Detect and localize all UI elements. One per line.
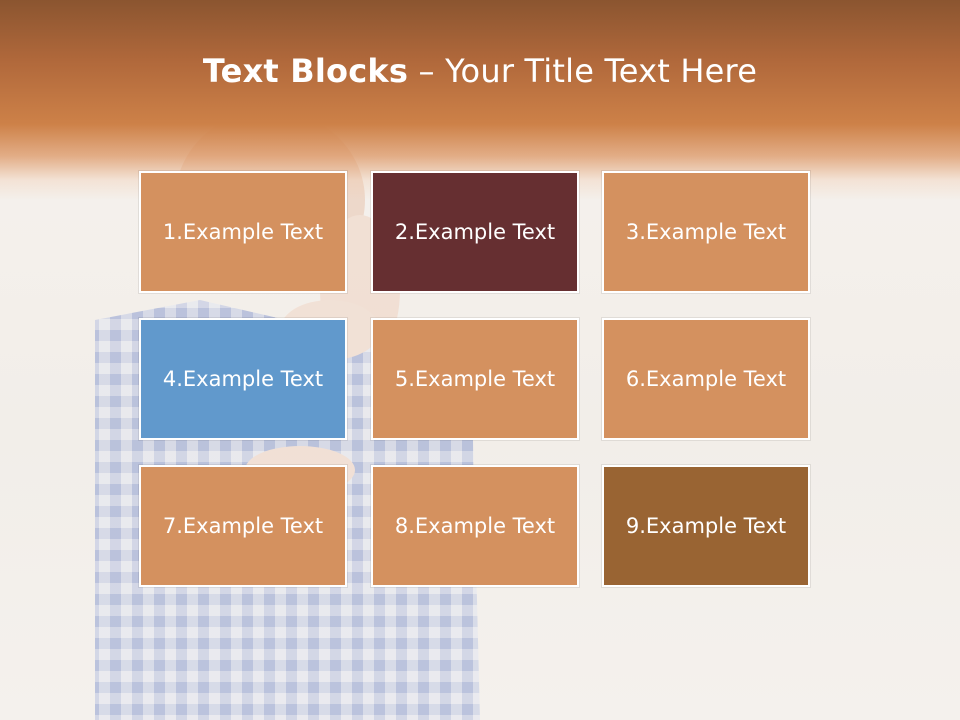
text-block-8[interactable]: 8.Example Text [371,465,579,587]
text-block-7[interactable]: 7.Example Text [139,465,347,587]
text-block-6[interactable]: 6.Example Text [602,318,810,440]
slide-title: Text Blocks – Your Title Text Here [0,52,960,90]
title-bold: Text Blocks [202,52,409,90]
title-text: Your Title Text Here [445,52,758,90]
text-block-4[interactable]: 4.Example Text [139,318,347,440]
text-block-3[interactable]: 3.Example Text [602,171,810,293]
text-block-9[interactable]: 9.Example Text [602,465,810,587]
title-separator: – [418,52,435,90]
header-band [0,0,960,200]
text-block-2[interactable]: 2.Example Text [371,171,579,293]
text-block-5[interactable]: 5.Example Text [371,318,579,440]
text-block-1[interactable]: 1.Example Text [139,171,347,293]
